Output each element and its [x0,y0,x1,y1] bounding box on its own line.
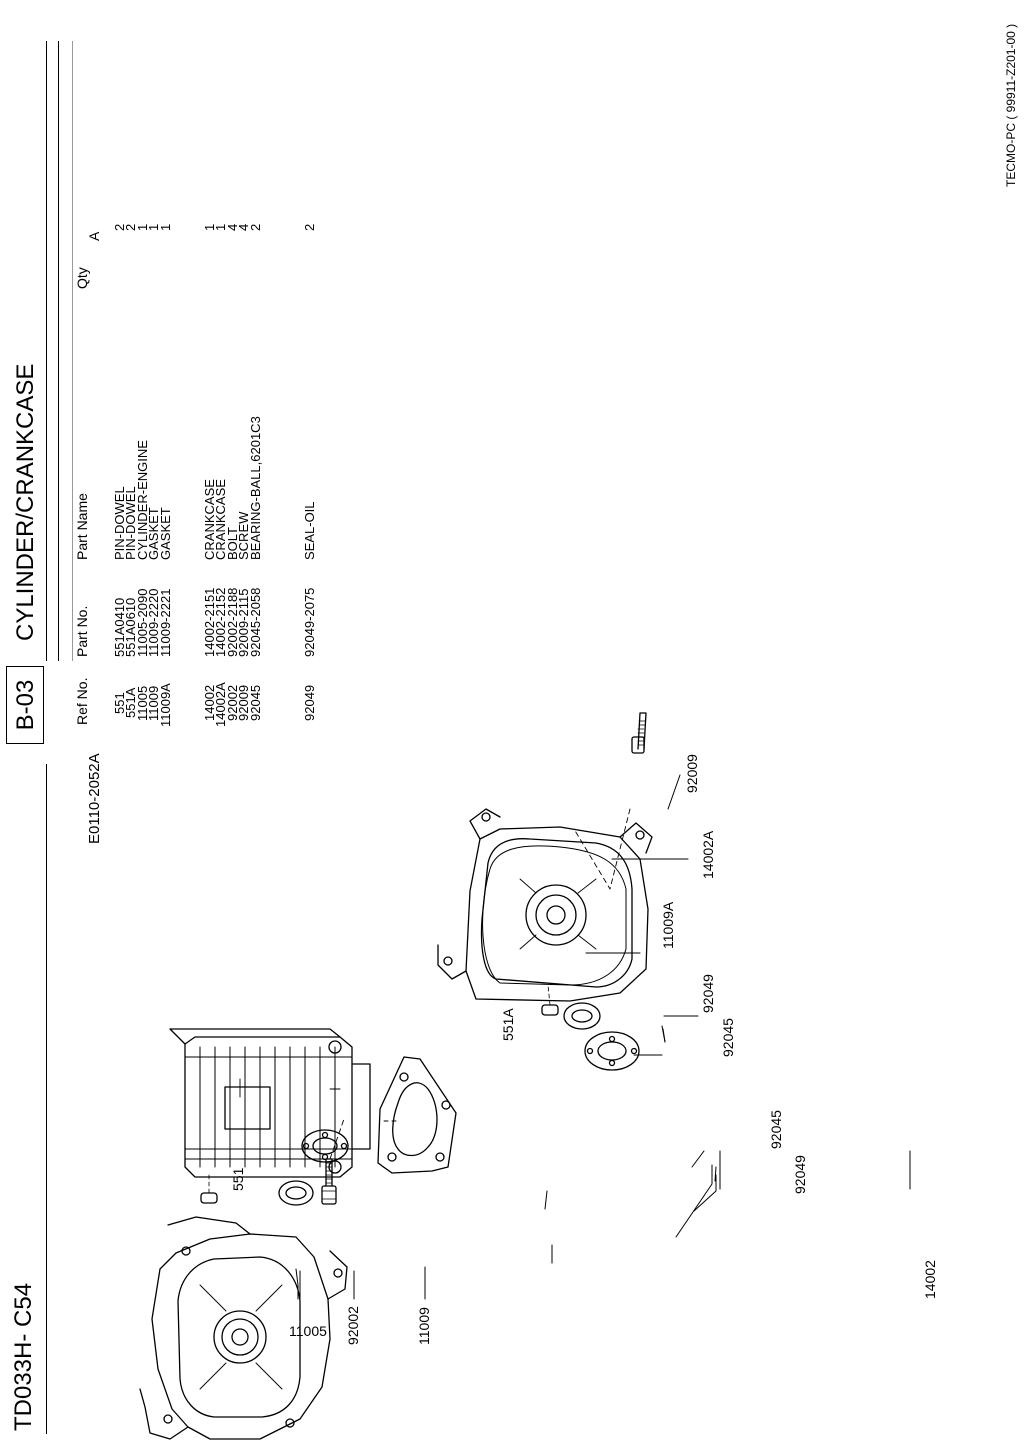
bolt-92002-illustration [321,1118,345,1205]
callout-label: 11005 [289,1323,327,1339]
oil-seal-illustration [278,1180,314,1206]
ball-bearing-illustration [301,1129,349,1163]
crankcase-14002-illustration [139,1216,348,1440]
callout-label: 92049 [700,974,716,1013]
callout-label: 14002A [700,830,716,879]
callout-label: 92002 [345,1306,361,1345]
dowel-pin-551A-illustration [541,984,559,1016]
cylinder-gasket-illustration [377,1056,457,1174]
cylinder-engine-illustration [169,1028,371,1178]
ball-bearing-illustration [584,1031,640,1071]
dowel-pin-551-illustration [200,1174,218,1204]
callout-label: 551A [500,1008,516,1041]
callout-label: 11009A [660,901,676,949]
callout-label: 551 [230,1167,246,1191]
callout-label: 92009 [684,754,700,793]
callout-label: 14002 [922,1260,938,1299]
oil-seal-illustration [563,1002,601,1030]
crankcase-gasket-illustration [482,845,627,986]
callout-label: 92045 [768,1110,784,1149]
callout-label: 11009 [416,1307,432,1345]
callout-label: 92049 [792,1155,808,1194]
callout-label: 92045 [720,1018,736,1057]
crankcase-14002A-illustration [437,808,653,1002]
screw-92009-illustration [573,712,647,890]
callout-leaders [295,774,911,1300]
